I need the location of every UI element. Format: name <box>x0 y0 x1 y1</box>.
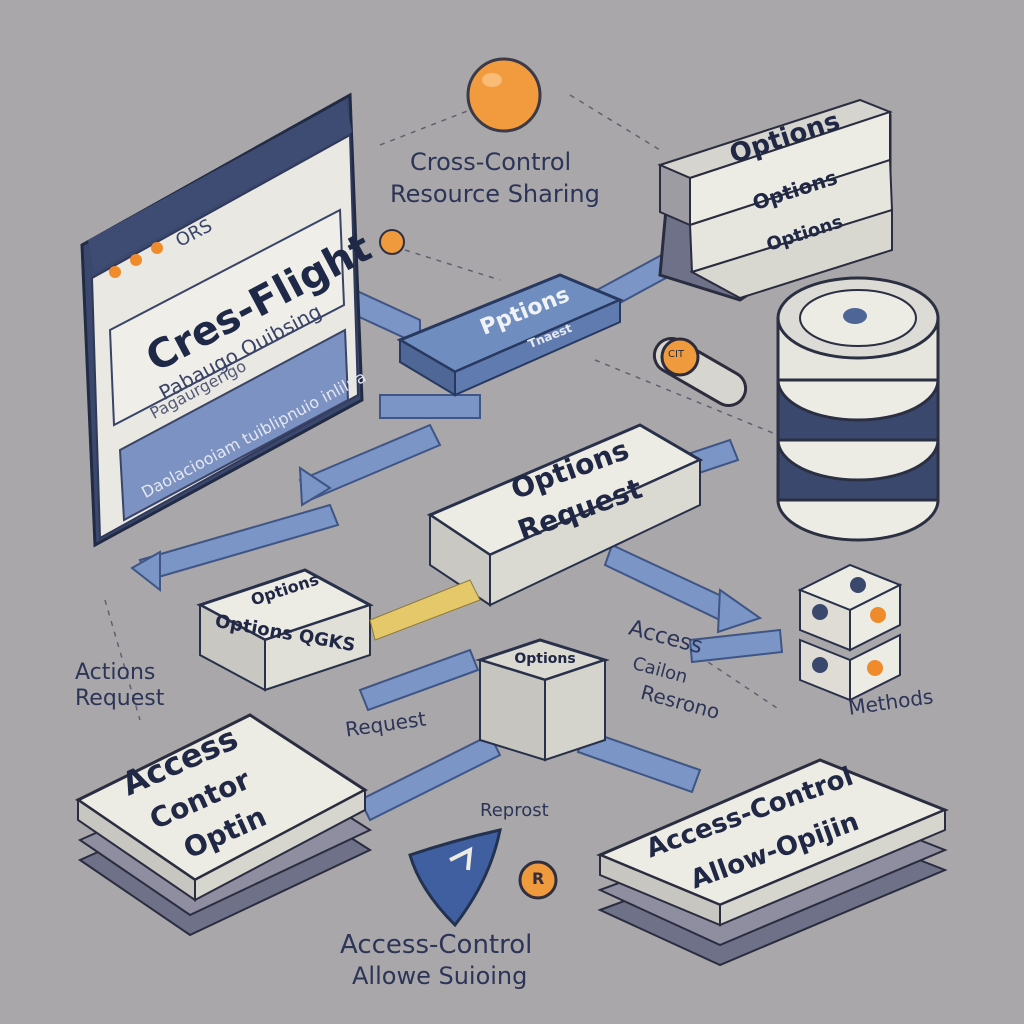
r-badge-text: R <box>532 869 545 888</box>
title-line-1: Cross-Control <box>410 148 572 176</box>
toggle-icon-text: CIT <box>668 349 685 360</box>
options-stack <box>657 98 894 302</box>
actions-label-line-2: Request <box>75 686 165 711</box>
cube-label: Options <box>514 651 576 667</box>
actions-label-line-1: Actions <box>75 660 156 685</box>
reprost-label: Reprost <box>480 800 549 821</box>
database-icon <box>776 276 940 542</box>
right-card-stack <box>596 758 949 967</box>
left-options-box <box>196 568 481 692</box>
browser-window <box>80 92 364 548</box>
title-line-2: Resource Sharing <box>390 180 600 208</box>
small-token-icon <box>379 229 405 255</box>
orange-sphere-icon <box>466 57 542 133</box>
top-request-box <box>396 273 624 397</box>
center-request-box <box>426 423 704 607</box>
r-badge-icon <box>518 860 558 900</box>
options-cube <box>475 638 610 762</box>
bottom-caption-line-1: Access-Control <box>340 930 533 960</box>
toggle-icon <box>652 337 748 407</box>
left-card-stack <box>75 713 373 937</box>
small-cubes-icon <box>797 563 903 702</box>
shield-icon <box>408 828 502 928</box>
bottom-caption-line-2: Allowe Suioing <box>352 962 528 990</box>
